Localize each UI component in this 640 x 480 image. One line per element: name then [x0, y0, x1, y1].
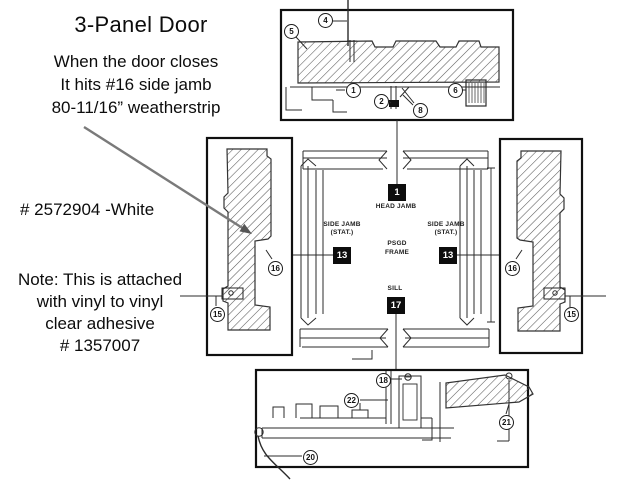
callout-22: 22 [344, 393, 359, 408]
left-jamb-section-drawing [180, 136, 294, 357]
right-jamb-section-drawing [498, 137, 606, 355]
head-jamb-label: HEAD JAMB [375, 203, 417, 210]
adhesive-note-line-2: with vinyl to vinyl [36, 292, 164, 311]
frame-label: FRAME [384, 249, 410, 256]
callout-16-right: 16 [505, 261, 520, 276]
sill-section-drawing [254, 368, 534, 480]
adhesive-note-line-1: Note: This is attached [17, 270, 183, 289]
side-jamb-right-stat-label: (STAT.) [434, 229, 458, 236]
adhesive-note-line-4: # 1357007 [59, 336, 141, 355]
head-jamb-section-drawing [279, 0, 515, 122]
callout-8: 8 [413, 103, 428, 118]
part-number-white: # 2572904 -White [20, 200, 155, 219]
callout-4: 4 [318, 13, 333, 28]
door-closing-note-line-3: 80-11/16” weatherstrip [51, 98, 221, 117]
callout-18: 18 [376, 373, 391, 388]
callout-15-right: 15 [564, 307, 579, 322]
ref-square-17-sill: 17 [387, 297, 405, 314]
door-closing-note-line-1: When the door closes [53, 52, 219, 71]
sill-label: SILL [387, 285, 403, 292]
page-title: 3-Panel Door [74, 12, 208, 37]
ref-square-1-head-jamb: 1 [388, 184, 406, 201]
side-jamb-right-label: SIDE JAMB [427, 221, 465, 228]
callout-5: 5 [284, 24, 299, 39]
side-jamb-left-label: SIDE JAMB [323, 221, 361, 228]
callout-1: 1 [346, 83, 361, 98]
psgd-frame-elevation-drawing [292, 120, 500, 371]
door-closing-note-line-2: It hits #16 side jamb [60, 75, 212, 94]
callout-6: 6 [448, 83, 463, 98]
callout-16-left: 16 [268, 261, 283, 276]
callout-21: 21 [499, 415, 514, 430]
psgd-label: PSGD [387, 240, 407, 247]
ref-square-13-right: 13 [439, 247, 457, 264]
callout-15-left: 15 [210, 307, 225, 322]
callout-20: 20 [303, 450, 318, 465]
pointer-arrow [83, 125, 252, 234]
side-jamb-left-stat-label: (STAT.) [330, 229, 354, 236]
ref-square-13-left: 13 [333, 247, 351, 264]
callout-2: 2 [374, 94, 389, 109]
adhesive-note-line-3: clear adhesive [45, 314, 155, 333]
